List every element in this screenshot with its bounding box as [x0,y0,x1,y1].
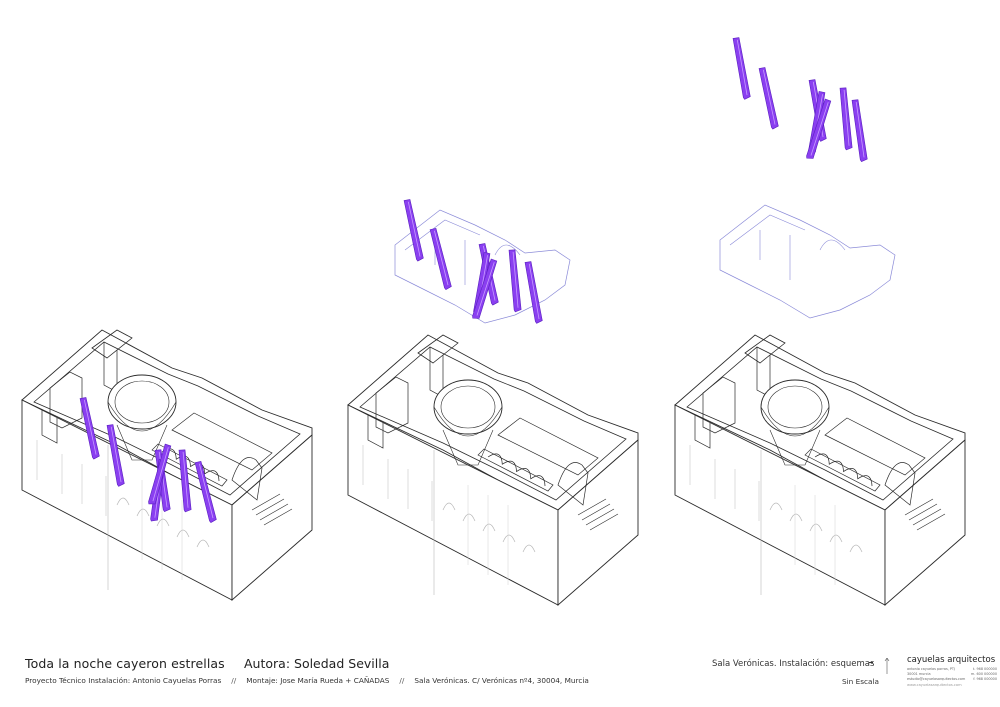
studio-line: antonio cayuelas porras, PTJ t. 968 0000… [907,667,997,672]
building-model-1 [21,329,313,601]
studio-detail: 30001 murcia [907,672,931,676]
tube-cluster-3 [732,36,868,163]
studio-detail: estudio@cayuelasarquitectos.com [907,677,966,681]
studio-detail: antonio cayuelas porras, PTJ [907,667,955,671]
building-model-3 [674,334,966,606]
north-arrow-icon [884,658,890,674]
studio-line: 30001 murcia m. 600 000000 [907,672,997,677]
author-label: Autora: Soledad Sevilla [244,656,390,671]
credit-technical: Proyecto Técnico Instalación: Antonio Ca… [25,676,222,685]
sheet-subtitle: Sala Verónicas. Instalación: esquemas [712,659,875,669]
tube-cluster-2 [403,198,543,325]
sheet-title: Toda la noche cayeron estrellas [25,656,225,671]
credit-venue: Sala Verónicas. C/ Verónicas nº4, 30004,… [414,676,589,685]
scale-note: Sin Escala [842,677,879,686]
credit-assembly: Montaje: Jose María Rueda + CAÑADAS [246,676,390,685]
ghost-plan-3 [719,204,896,319]
studio-detail: t. 968 000000 [973,667,997,671]
studio-stamp: cayuelas arquitectos antonio cayuelas po… [907,655,997,687]
credit-separator: // [399,676,405,685]
studio-detail: f. 968 000000 [973,677,997,681]
building-model-2 [347,334,639,606]
credits-line: Proyecto Técnico Instalación: Antonio Ca… [25,676,589,685]
studio-name: cayuelas arquitectos [907,655,996,665]
studio-web: www.cayuelasarquitectos.com [907,683,962,687]
credit-separator: // [231,676,237,685]
dash-mark [869,662,873,663]
studio-line: estudio@cayuelasarquitectos.com f. 968 0… [907,677,997,682]
studio-detail: m. 600 000000 [971,672,997,676]
